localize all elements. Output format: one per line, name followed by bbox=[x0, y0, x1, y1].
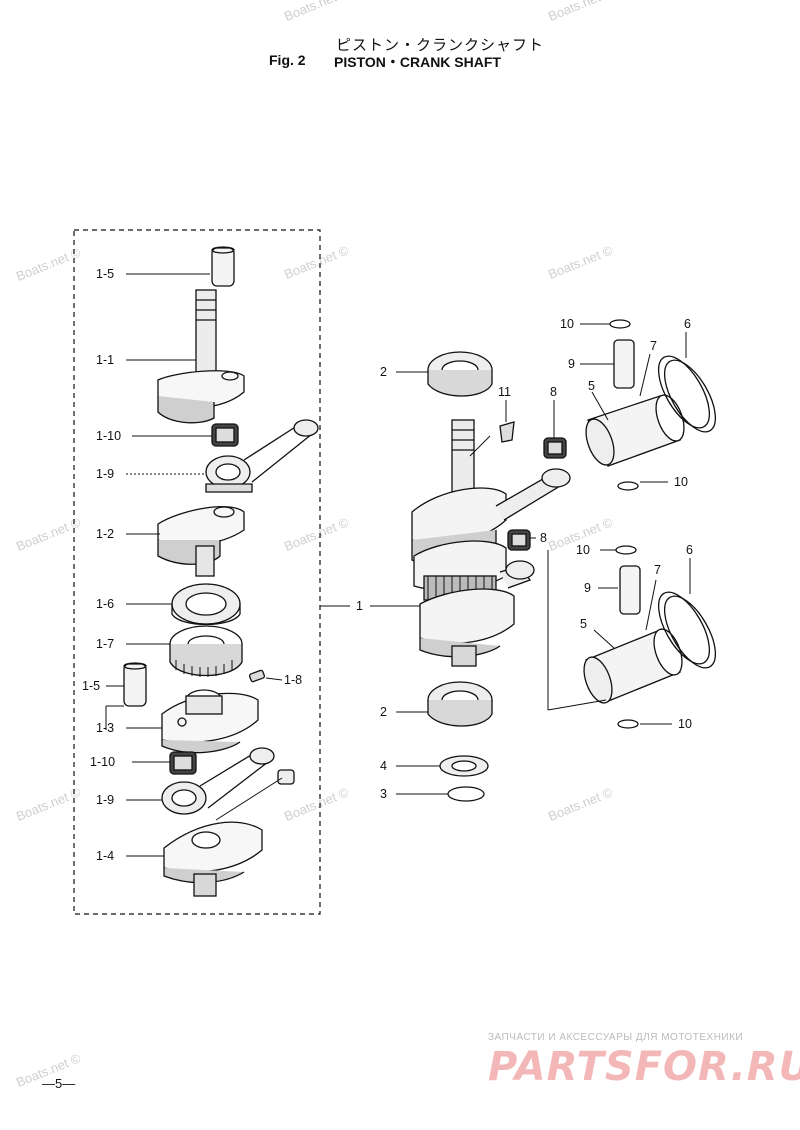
label-1-7: 1-7 bbox=[96, 637, 114, 651]
label-5: 5 bbox=[580, 617, 587, 631]
piston-upper-group bbox=[585, 319, 717, 491]
main-bearing-upper bbox=[427, 351, 493, 397]
connecting-rod-lower bbox=[161, 747, 275, 815]
store-tagline: ЗАПЧАСТИ И АКСЕССУАРЫ ДЛЯ МОТОТЕХНИКИ bbox=[488, 1032, 744, 1043]
label-4: 4 bbox=[380, 759, 387, 773]
crank-cap bbox=[277, 769, 295, 785]
needle-bearing-8-upper bbox=[543, 437, 567, 459]
label-9: 9 bbox=[568, 357, 575, 371]
label-1-8: 1-8 bbox=[284, 673, 302, 687]
upper-crank-web bbox=[157, 289, 245, 424]
label-7: 7 bbox=[654, 563, 661, 577]
page-number: —5— bbox=[42, 1076, 76, 1091]
title-english: PISTON・CRANK SHAFT bbox=[334, 54, 501, 70]
label-11: 11 bbox=[498, 385, 511, 399]
piston-lower-group bbox=[583, 545, 717, 729]
crank-pin-top bbox=[211, 246, 235, 287]
washer-4-hole bbox=[451, 760, 477, 772]
figure-number: Fig. 2 bbox=[269, 52, 306, 68]
crankshaft-assembly bbox=[411, 419, 571, 667]
label-5: 5 bbox=[588, 379, 595, 393]
label-2: 2 bbox=[380, 365, 387, 379]
label-1-9: 1-9 bbox=[96, 793, 114, 807]
label-10: 10 bbox=[678, 717, 692, 731]
label-6: 6 bbox=[686, 543, 693, 557]
label-3: 3 bbox=[380, 787, 387, 801]
crankshaft-subassembly-box bbox=[73, 229, 321, 915]
label-1-4: 1-4 bbox=[96, 849, 114, 863]
middle-crank-web bbox=[157, 506, 245, 577]
label-1-1: 1-1 bbox=[96, 353, 114, 367]
label-1-2: 1-2 bbox=[96, 527, 114, 541]
label-1-3: 1-3 bbox=[96, 721, 114, 735]
drive-gear bbox=[169, 625, 243, 677]
label-10: 10 bbox=[560, 317, 574, 331]
needle-bearing-lower bbox=[169, 751, 197, 775]
connecting-rod-upper bbox=[205, 419, 319, 493]
label-8: 8 bbox=[550, 385, 557, 399]
label-1-6: 1-6 bbox=[96, 597, 114, 611]
label-10: 10 bbox=[674, 475, 688, 489]
key-11 bbox=[499, 421, 515, 443]
lower-crank-web bbox=[161, 689, 259, 754]
title-japanese: ピストン・クランクシャフト bbox=[336, 36, 545, 54]
label-1: 1 bbox=[356, 599, 363, 613]
label-10: 10 bbox=[576, 543, 590, 557]
needle-bearing-upper bbox=[211, 423, 239, 447]
label-1-5: 1-5 bbox=[82, 679, 100, 693]
label-1-10: 1-10 bbox=[96, 429, 121, 443]
crank-pin-lower bbox=[123, 662, 147, 707]
ball-bearing-center bbox=[171, 583, 241, 626]
snap-ring-3 bbox=[447, 786, 485, 802]
woodruff-key bbox=[248, 669, 266, 683]
needle-bearing-8-lower bbox=[507, 529, 531, 551]
label-1-5: 1-5 bbox=[96, 267, 114, 281]
leader-lines-right bbox=[396, 323, 691, 795]
label-8: 8 bbox=[540, 531, 547, 545]
label-7: 7 bbox=[650, 339, 657, 353]
label-1-10: 1-10 bbox=[90, 755, 115, 769]
store-logo: PARTSFOR.RU bbox=[488, 1044, 800, 1090]
main-bearing-lower bbox=[427, 681, 493, 727]
bottom-crank-web bbox=[163, 821, 263, 897]
label-9: 9 bbox=[584, 581, 591, 595]
label-1-9: 1-9 bbox=[96, 467, 114, 481]
label-2: 2 bbox=[380, 705, 387, 719]
label-6: 6 bbox=[684, 317, 691, 331]
leader-lines-left bbox=[105, 273, 420, 857]
